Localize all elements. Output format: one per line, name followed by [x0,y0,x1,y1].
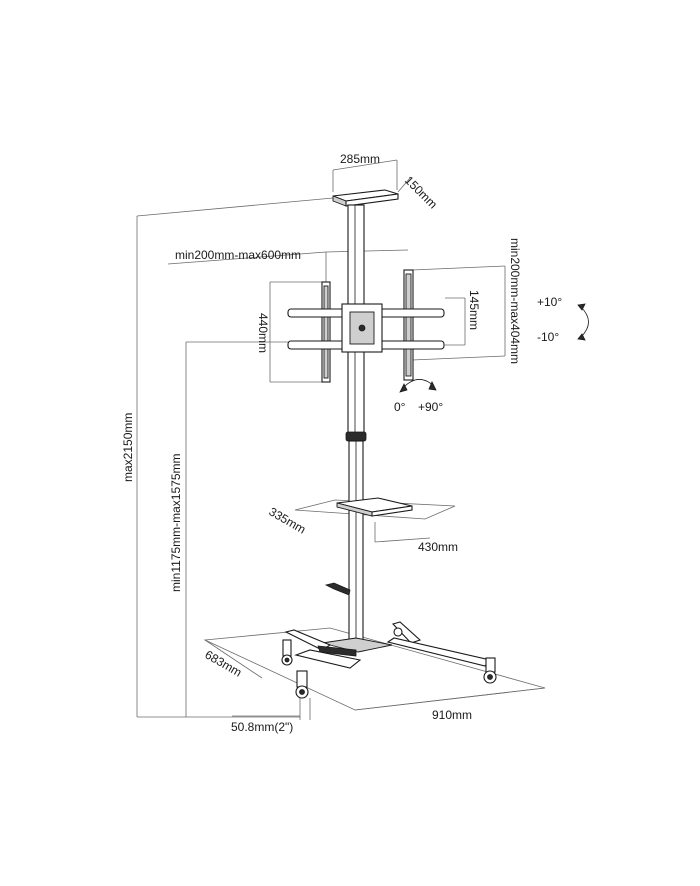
caster-front-left [281,639,293,666]
base-leg-front [294,649,362,669]
cable-clip [324,582,351,596]
bracket-inner-label: 145mm [467,290,481,330]
dimension-lines [136,159,589,720]
caster-back [393,627,403,637]
rotate-start-label: 0° [394,400,406,414]
base-width-label: 910mm [432,708,472,722]
vesa-horizontal-label: min200mm-max600mm [175,248,301,262]
vesa-vertical-label: min200mm-max404mm [508,238,522,364]
tilt-down-label: -10° [537,330,559,344]
base-leg-back-right [391,621,422,644]
rotate-end-label: +90° [418,400,443,414]
caster-right [483,657,497,684]
center-height-label: min1175mm-max1575mm [169,454,183,593]
top-depth-label: 150mm [402,173,440,211]
top-width-label: 285mm [340,152,380,166]
stand-drawing [281,189,497,699]
bracket-height-label: 440mm [256,313,270,353]
tilt-up-label: +10° [537,295,562,309]
shelf-width-label: 430mm [418,540,458,554]
shelf-depth-label: 335mm [267,504,309,536]
caster-front [295,670,309,699]
base-leg-right [386,637,491,667]
caster-label: 50.8mm(2") [231,720,293,734]
base-leg-front-left [284,629,332,651]
max-height-label: max2150mm [121,413,135,482]
